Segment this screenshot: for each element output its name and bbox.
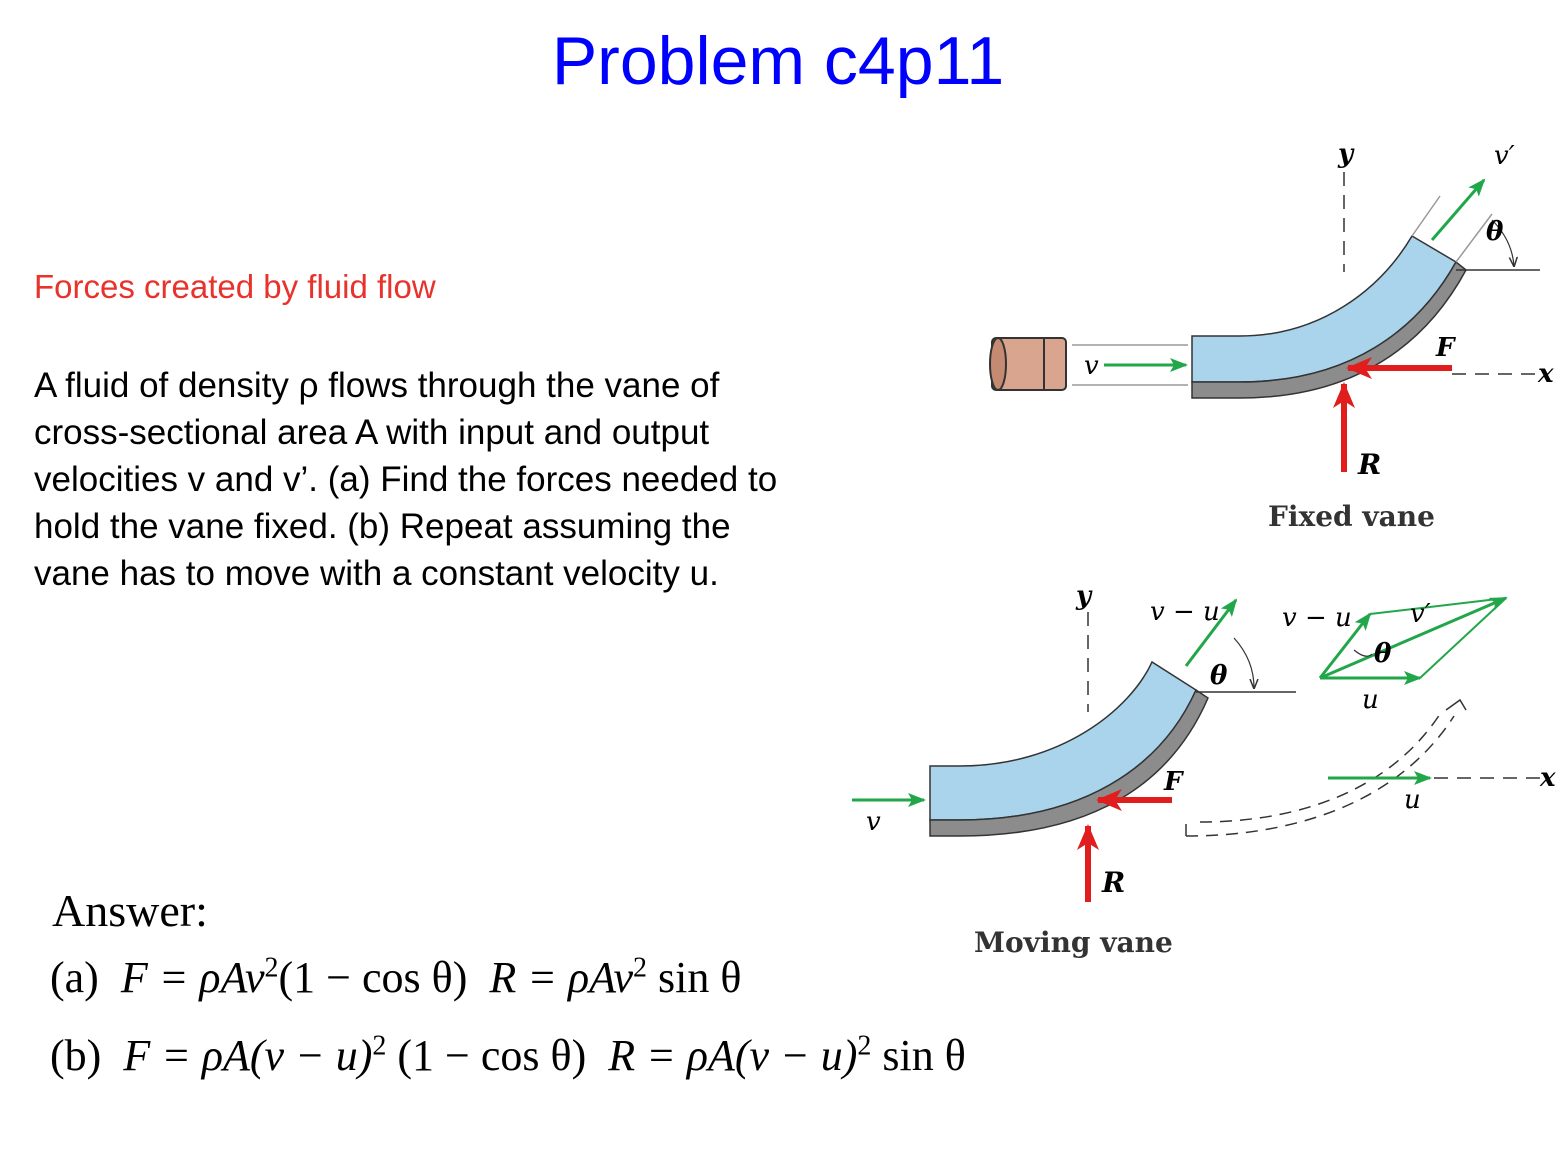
eq-a-R-tail: sin θ [658, 953, 742, 1002]
problem-line: velocities v and v’. (a) Find the forces… [34, 460, 778, 499]
moving-theta-label-2: θ [1374, 639, 1392, 669]
moving-R-label: R [1101, 866, 1125, 899]
eq-b-F-tail: (1 − cos θ) [397, 1031, 587, 1080]
fixed-fluid-stream [1191, 234, 1458, 383]
moving-vane-ghost [1185, 715, 1455, 837]
eq-b-F: F = ρA(v − u) [123, 1031, 373, 1080]
problem-statement: A fluid of density ρ flows through the v… [34, 362, 914, 597]
fixed-F-label: F [1435, 333, 1456, 363]
fixed-theta-label: θ [1486, 217, 1504, 247]
fixed-vprime-arrow [1430, 178, 1486, 241]
moving-vminusu-label: v − u [1150, 597, 1220, 627]
moving-vminusu-arrow [1184, 598, 1238, 667]
moving-u-label: u [1362, 685, 1379, 715]
nozzle-icon [989, 337, 1067, 391]
section-subtitle: Forces created by fluid flow [34, 268, 436, 305]
eq-a-F-exponent: 2 [264, 952, 279, 984]
eq-a-F-tail: (1 − cos θ) [278, 953, 468, 1002]
fixed-caption: Fixed vane [1268, 500, 1435, 533]
fixed-R-label: R [1357, 448, 1381, 481]
moving-F-label: F [1163, 767, 1184, 797]
eq-b-F-exponent: 2 [372, 1030, 387, 1062]
fixed-vprime-label: v′ [1494, 141, 1515, 171]
eq-a-R: R = ρAv [489, 953, 634, 1002]
eq-b-label: (b) [50, 1031, 102, 1080]
moving-v-label: v [866, 807, 881, 837]
fixed-x-label: x [1537, 359, 1554, 389]
eq-b-R: R = ρA(v − u) [608, 1031, 858, 1080]
fixed-vane-diagram: y v′ θ v F x R Fixed vane [989, 139, 1554, 533]
moving-theta-label: θ [1210, 661, 1228, 691]
moving-x-label: x [1539, 763, 1556, 793]
page-title: Problem c4p11 [551, 23, 1005, 99]
moving-y-label: y [1075, 581, 1093, 611]
moving-vane-plate [929, 688, 1209, 837]
eq-a-label: (a) [50, 953, 99, 1002]
problem-line: A fluid of density ρ flows through the v… [34, 366, 720, 405]
moving-vprime-label: v′ [1410, 599, 1431, 629]
moving-vminusu-label-2: v − u [1282, 603, 1352, 633]
moving-u-label-2: u [1404, 785, 1421, 815]
equation-a: (a) F = ρAv2(1 − cos θ) R = ρAv2 sin θ [50, 952, 741, 1003]
equation-b: (b) F = ρA(v − u)2 (1 − cos θ) R = ρA(v … [50, 1030, 966, 1081]
answer-heading: Answer: [52, 885, 208, 936]
velocity-triangle [1318, 596, 1508, 685]
moving-fluid-stream [929, 660, 1197, 821]
fixed-v-label: v [1084, 351, 1099, 381]
eq-b-R-exponent: 2 [857, 1030, 872, 1062]
eq-b-R-tail: sin θ [882, 1031, 966, 1080]
problem-line: vane has to move with a constant velocit… [34, 554, 719, 593]
moving-caption: Moving vane [974, 926, 1173, 959]
problem-line: hold the vane fixed. (b) Repeat assuming… [34, 507, 731, 546]
moving-vane-diagram: y v − u θ v − u v′ θ u u x v F R Moving … [852, 581, 1556, 959]
eq-a-R-exponent: 2 [633, 952, 648, 984]
problem-line: cross-sectional area A with input and ou… [34, 413, 710, 452]
fixed-y-label: y [1337, 139, 1355, 169]
eq-a-F: F = ρAv [120, 953, 265, 1002]
